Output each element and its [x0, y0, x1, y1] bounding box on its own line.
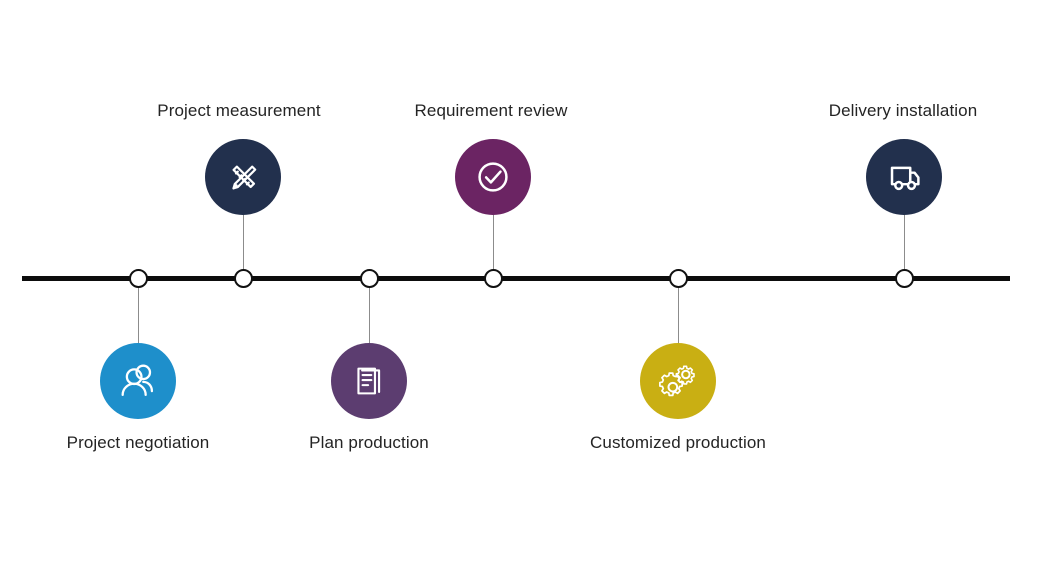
- timeline-node-project-measurement[interactable]: [233, 269, 253, 288]
- step-label-project-negotiation: Project negotiation: [66, 433, 210, 452]
- connector-customized-production: [677, 278, 679, 344]
- connector-delivery-installation: [903, 213, 905, 279]
- connector-requirement-review: [492, 213, 494, 279]
- step-label-delivery-installation: Delivery installation: [828, 101, 978, 120]
- timeline-axis: [22, 276, 1010, 281]
- gears-icon: [655, 358, 701, 404]
- step-label-customized-production: Customized production: [590, 433, 766, 452]
- step-icon-plan-production[interactable]: [331, 343, 407, 419]
- connector-project-measurement: [242, 213, 244, 279]
- step-icon-requirement-review[interactable]: [455, 139, 531, 215]
- step-icon-delivery-installation[interactable]: [866, 139, 942, 215]
- timeline-node-delivery-installation[interactable]: [894, 269, 914, 288]
- timeline-node-project-negotiation[interactable]: [128, 269, 148, 288]
- step-icon-project-measurement[interactable]: [205, 139, 281, 215]
- document-icon: [347, 359, 391, 403]
- timeline-node-plan-production[interactable]: [359, 269, 379, 288]
- step-label-plan-production: Plan production: [309, 433, 429, 452]
- step-label-requirement-review: Requirement review: [414, 101, 568, 120]
- step-icon-customized-production[interactable]: [640, 343, 716, 419]
- delivery-truck-icon: [881, 154, 927, 200]
- connector-project-negotiation: [137, 278, 139, 344]
- ruler-pencil-icon: [220, 154, 266, 200]
- users-icon: [115, 358, 161, 404]
- step-icon-project-negotiation[interactable]: [100, 343, 176, 419]
- step-label-project-measurement: Project measurement: [157, 101, 321, 120]
- timeline-node-customized-production[interactable]: [668, 269, 688, 288]
- connector-plan-production: [368, 278, 370, 344]
- check-circle-icon: [470, 154, 516, 200]
- timeline-node-requirement-review[interactable]: [483, 269, 503, 288]
